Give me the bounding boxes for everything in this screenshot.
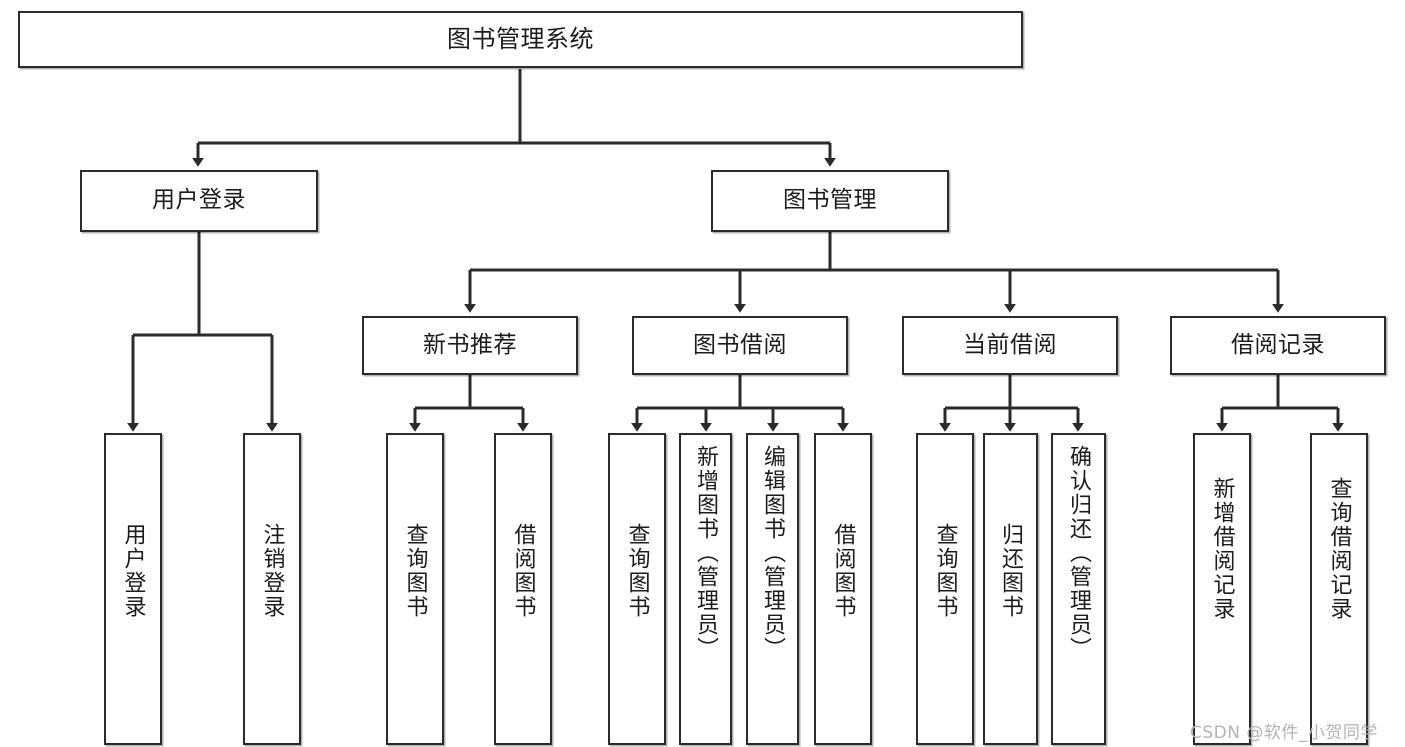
node-label: 图书管理系统 xyxy=(447,25,594,54)
leaf-query-borrow-record[interactable]: 查询借阅记录 xyxy=(1310,433,1368,745)
node-label: 查询图书 xyxy=(624,523,650,619)
node-label: 查询图书 xyxy=(402,523,428,619)
leaf-return-book[interactable]: 归还图书 xyxy=(983,433,1038,745)
node-user-login[interactable]: 用户登录 xyxy=(80,170,318,232)
node-label: 新增图书（管理员） xyxy=(693,445,719,661)
leaf-add-book-admin[interactable]: 新增图书（管理员） xyxy=(679,433,732,745)
node-label: 新增借阅记录 xyxy=(1209,477,1235,621)
node-label: 查询借阅记录 xyxy=(1326,477,1352,621)
node-label: 借阅图书 xyxy=(510,523,536,619)
node-label: 借阅图书 xyxy=(830,523,856,619)
leaf-confirm-return-admin[interactable]: 确认归还（管理员） xyxy=(1051,433,1106,745)
node-borrow-records[interactable]: 借阅记录 xyxy=(1170,316,1386,375)
node-label: 新书推荐 xyxy=(423,331,517,358)
node-book-management[interactable]: 图书管理 xyxy=(711,170,949,232)
csdn-watermark: CSDN @软件_小贺同学 xyxy=(1190,723,1378,743)
node-label: 编辑图书（管理员） xyxy=(760,445,786,661)
node-label: 查询图书 xyxy=(932,523,958,619)
node-label: 借阅记录 xyxy=(1231,331,1325,358)
leaf-query-book-current[interactable]: 查询图书 xyxy=(916,433,974,745)
node-label: 用户登录 xyxy=(120,523,146,619)
node-label: 注销登录 xyxy=(259,523,285,619)
node-label: 图书管理 xyxy=(783,187,877,214)
node-label: 确认归还（管理员） xyxy=(1066,445,1092,661)
node-new-book-recommend[interactable]: 新书推荐 xyxy=(362,316,578,375)
leaf-add-borrow-record[interactable]: 新增借阅记录 xyxy=(1193,433,1251,745)
node-label: 用户登录 xyxy=(152,187,246,214)
node-root-system[interactable]: 图书管理系统 xyxy=(18,11,1023,68)
leaf-query-book-recommend[interactable]: 查询图书 xyxy=(386,433,444,745)
leaf-query-book-borrow[interactable]: 查询图书 xyxy=(608,433,666,745)
node-label: 归还图书 xyxy=(998,523,1024,619)
leaf-user-login[interactable]: 用户登录 xyxy=(104,433,162,745)
node-label: 当前借阅 xyxy=(963,331,1057,358)
leaf-borrow-book[interactable]: 借阅图书 xyxy=(814,433,872,745)
node-current-borrow[interactable]: 当前借阅 xyxy=(902,316,1118,375)
node-label: 图书借阅 xyxy=(693,331,787,358)
node-book-borrow[interactable]: 图书借阅 xyxy=(632,316,848,375)
leaf-borrow-book-recommend[interactable]: 借阅图书 xyxy=(494,433,552,745)
leaf-logout[interactable]: 注销登录 xyxy=(243,433,301,745)
leaf-edit-book-admin[interactable]: 编辑图书（管理员） xyxy=(746,433,799,745)
